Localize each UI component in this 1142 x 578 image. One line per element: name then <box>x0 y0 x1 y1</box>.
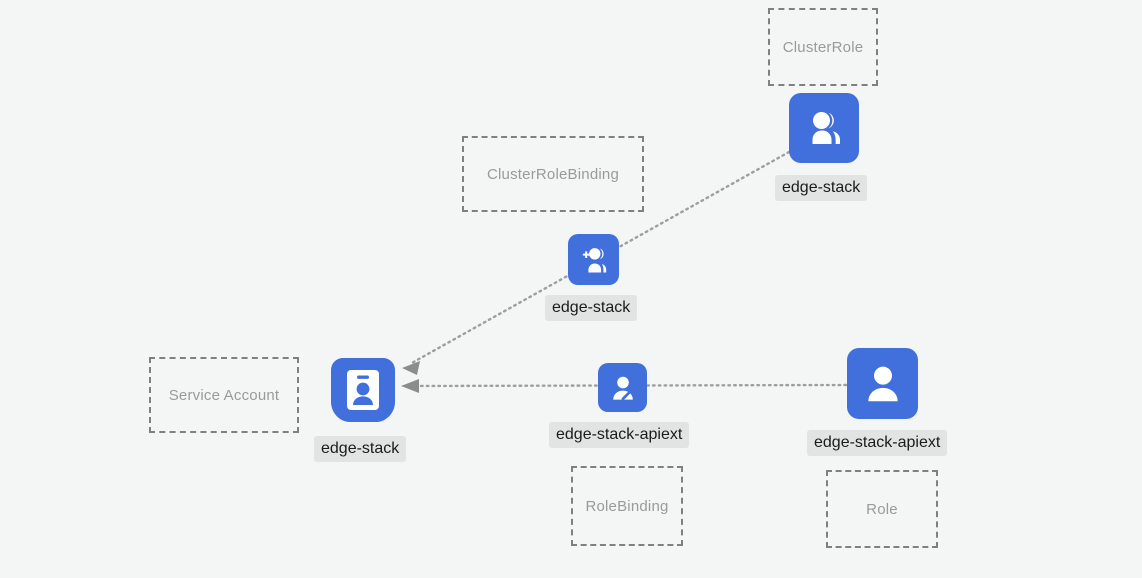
type-box-label: ClusterRoleBinding <box>486 165 619 183</box>
type-box-clusterrolebinding: ClusterRoleBinding <box>462 136 644 212</box>
type-box-serviceaccount: Service Account <box>149 357 299 433</box>
user-icon <box>860 361 906 407</box>
type-box-role: Role <box>826 470 938 548</box>
type-box-label: RoleBinding <box>585 497 669 515</box>
clusterrole-node-tile[interactable] <box>789 93 859 163</box>
type-box-clusterrole: ClusterRole <box>768 8 878 86</box>
edit-user-icon <box>607 372 639 404</box>
arrowhead-icon <box>401 379 419 393</box>
add-group-users-icon <box>577 243 611 277</box>
role-node-label: edge-stack-apiext <box>807 430 948 456</box>
type-box-label: ClusterRole <box>782 38 864 56</box>
type-box-label: Service Account <box>168 386 280 404</box>
group-users-icon <box>802 106 846 150</box>
clusterrole-node-label: edge-stack <box>775 175 868 201</box>
arrowhead-icon <box>402 361 420 375</box>
clusterrolebinding-node-label: edge-stack <box>545 295 638 321</box>
role-node-tile[interactable] <box>847 348 918 419</box>
rolebinding-node-label: edge-stack-apiext <box>549 422 690 448</box>
serviceaccount-node-tile[interactable] <box>331 358 395 422</box>
type-box-label: Role <box>866 500 898 518</box>
clusterrolebinding-node-tile[interactable] <box>568 234 619 285</box>
rolebinding-node-tile[interactable] <box>598 363 647 412</box>
id-badge-icon <box>331 358 395 422</box>
type-box-rolebinding: RoleBinding <box>571 466 683 546</box>
serviceaccount-node-label: edge-stack <box>314 436 407 462</box>
